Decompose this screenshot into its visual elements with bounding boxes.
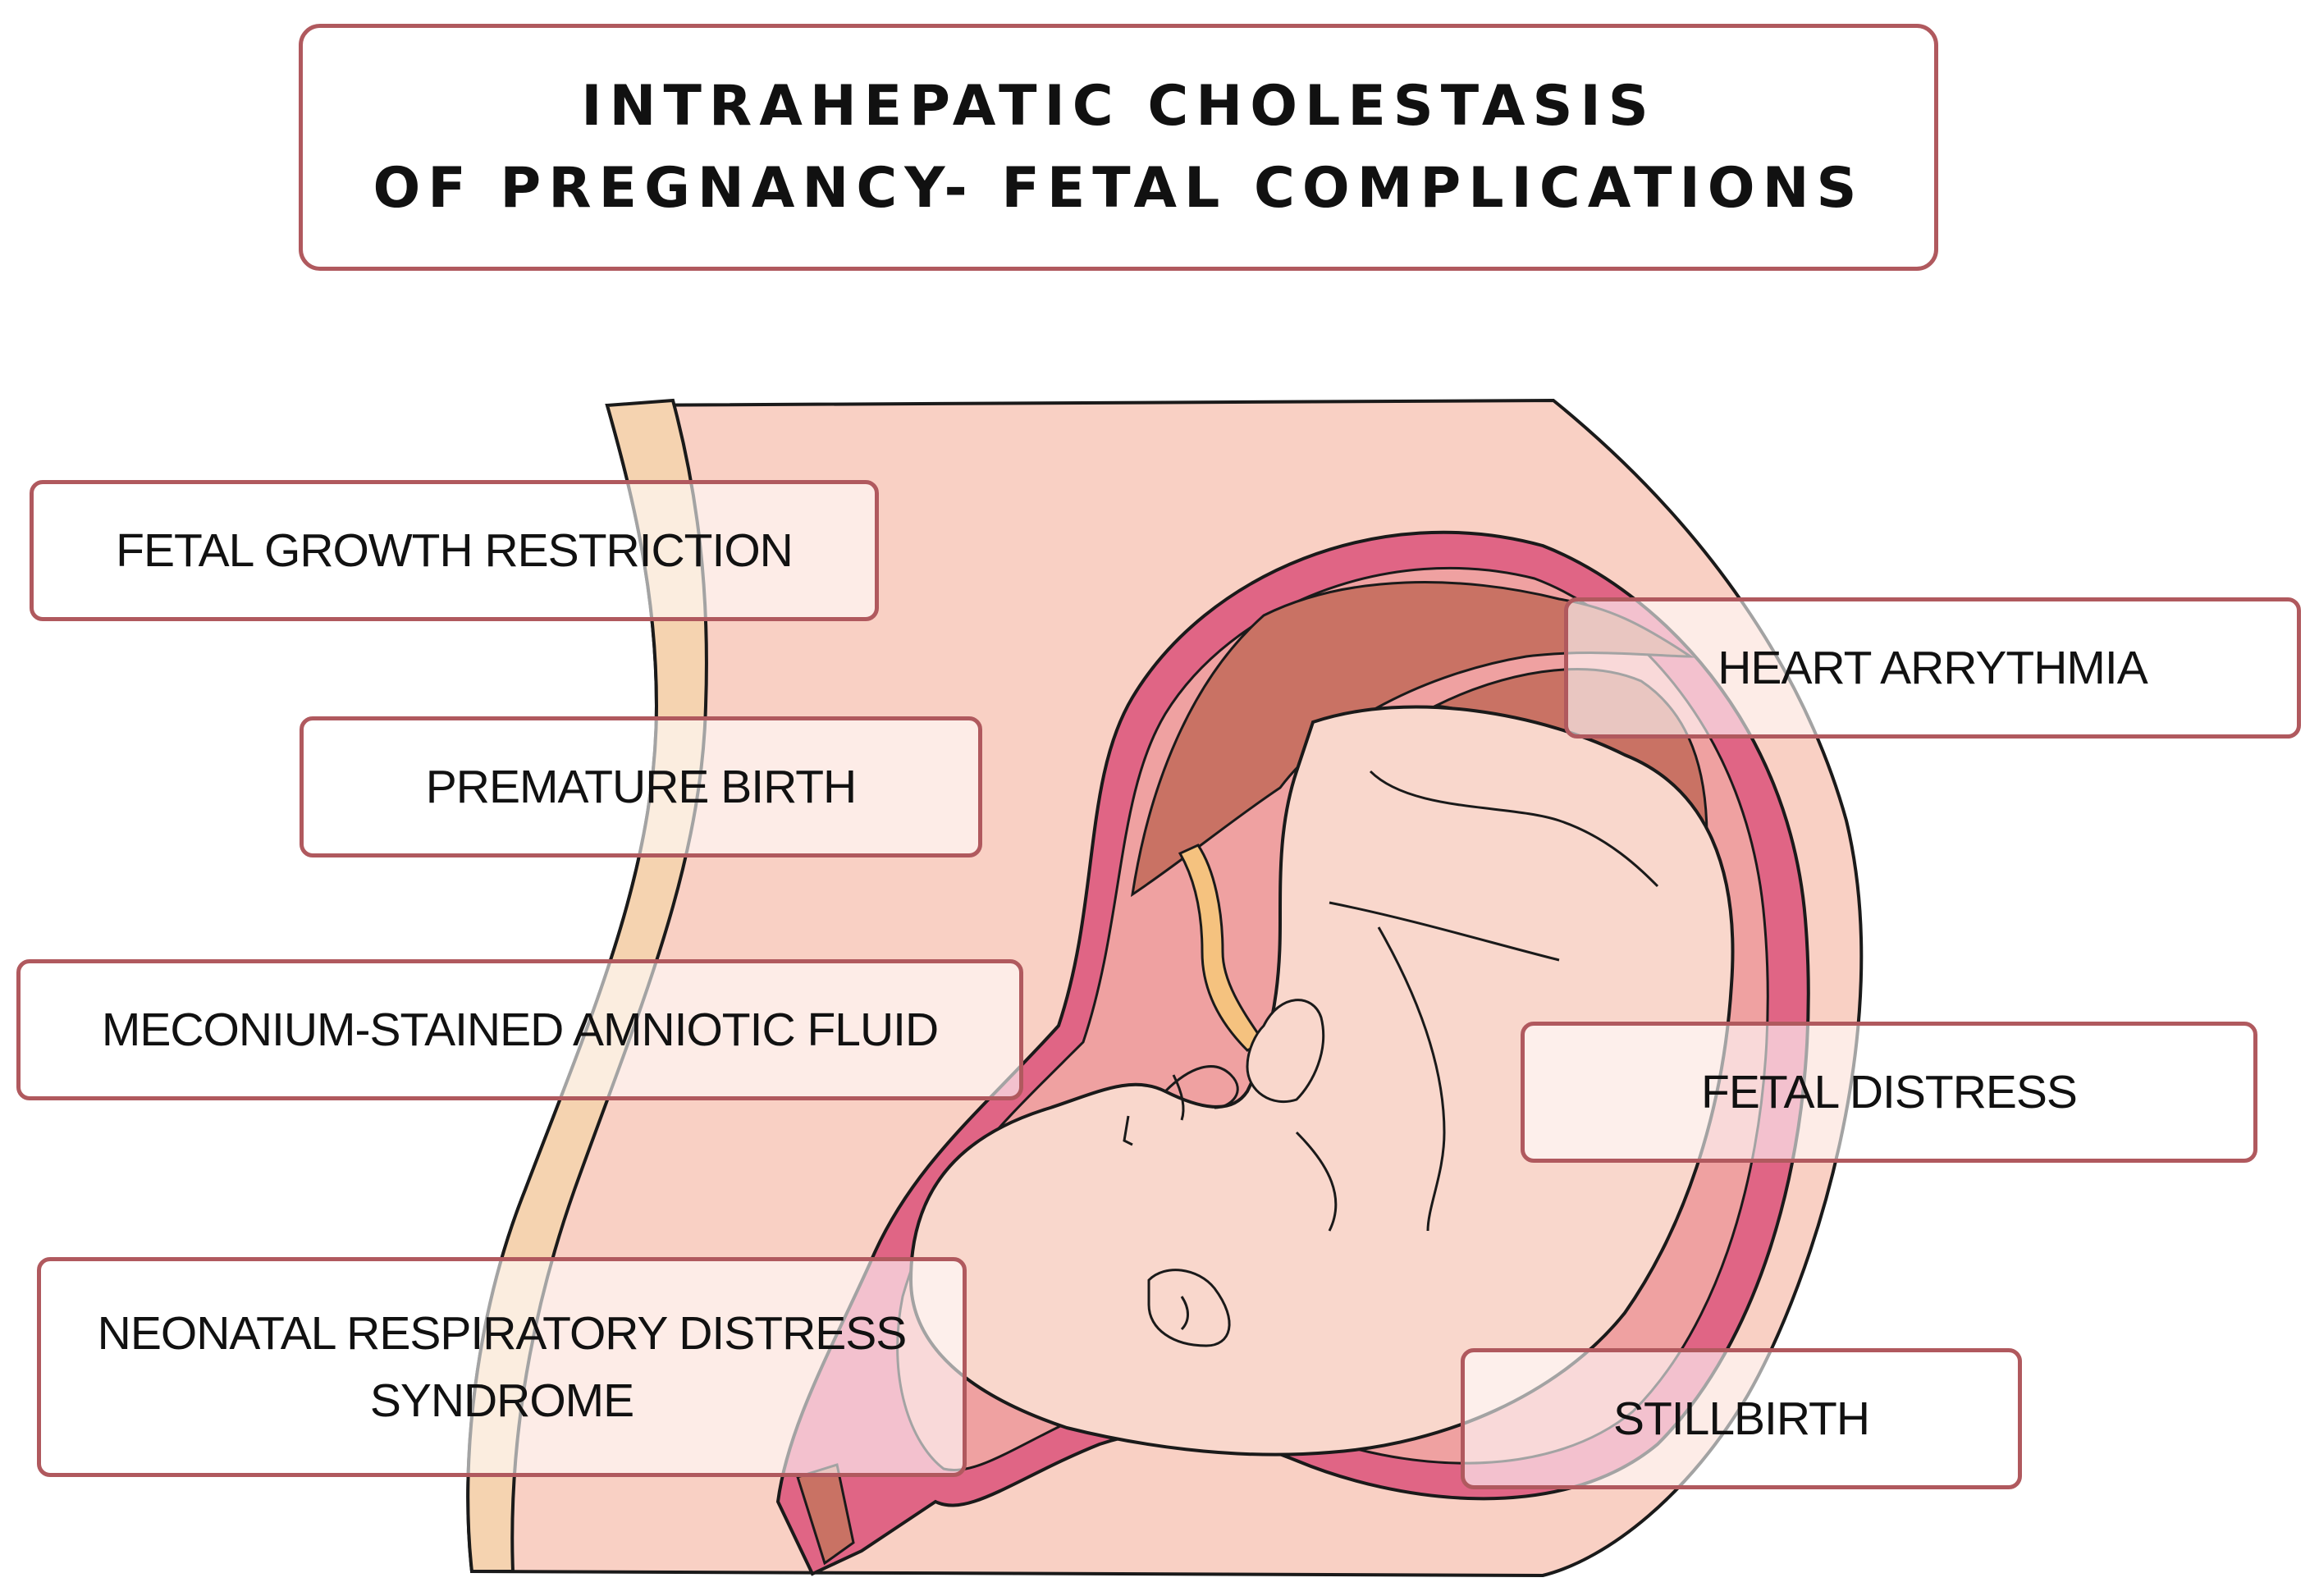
stillbirth-label: STILLBIRTH [1612,1392,1870,1445]
fetal-distress-box: FETAL DISTRESS [1521,1022,2257,1163]
fetal-distress-label: FETAL DISTRESS [1701,1066,2078,1118]
stillbirth-box: STILLBIRTH [1461,1348,2022,1489]
umbilical-cord [1178,844,1266,1052]
fetal-growth-restriction-label: FETAL GROWTH RESTRICTION [116,524,794,577]
premature-birth-label: PREMATURE BIRTH [425,761,857,813]
fetal-growth-restriction-box: FETAL GROWTH RESTRICTION [30,480,879,621]
heart-arrythmia-label: HEART ARRYTHMIA [1718,642,2147,694]
meconium-stained-amniotic-fluid-box: MECONIUM-STAINED AMNIOTIC FLUID [16,959,1023,1100]
title-line-1: INTRAHEPATIC CHOLESTASIS [581,73,1656,139]
heart-arrythmia-box: HEART ARRYTHMIA [1564,597,2301,739]
neonatal-respiratory-distress-syndrome-box: NEONATAL RESPIRATORY DISTRESS SYNDROME [37,1257,967,1477]
neonatal-respiratory-distress-syndrome-label: NEONATAL RESPIRATORY DISTRESS SYNDROME [97,1307,908,1427]
title-line-2: OF PREGNANCY- FETAL COMPLICATIONS [373,155,1864,221]
meconium-stained-amniotic-fluid-label: MECONIUM-STAINED AMNIOTIC FLUID [101,1004,939,1056]
premature-birth-box: PREMATURE BIRTH [300,716,982,857]
title-box: INTRAHEPATIC CHOLESTASIS OF PREGNANCY- F… [299,24,1938,271]
fetus [908,705,1735,1457]
